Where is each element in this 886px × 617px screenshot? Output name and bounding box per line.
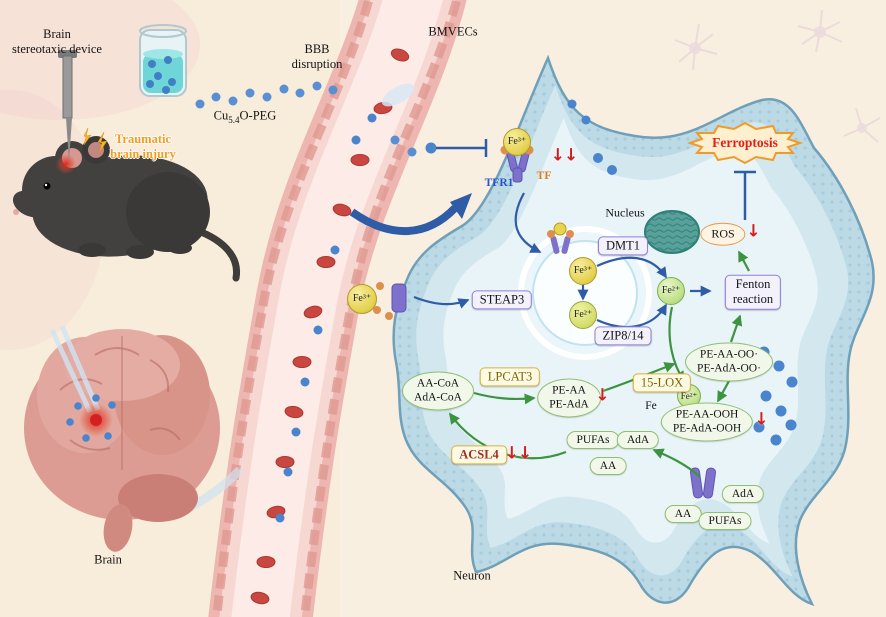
nucleus-icon (644, 210, 700, 254)
cerebellum (118, 474, 198, 522)
ferroptosis-burst (686, 121, 804, 165)
nanoparticles-in-beaker (146, 56, 176, 94)
decrease-arrows-acsl4: ↓↓ (504, 443, 532, 464)
mouse-illustration (12, 127, 241, 282)
node-ada-cytosol: AdA (616, 430, 660, 450)
bbb-gap (381, 83, 415, 107)
node-pufas-cytosol: PUFAs (566, 430, 620, 450)
brain-sulci (59, 347, 181, 451)
node-ferroptosis: Ferroptosis (712, 134, 778, 150)
pathway-arrows (349, 139, 756, 478)
label-brain-stereotaxic-device: Brain stereotaxic device (12, 26, 102, 56)
mouse-nose (13, 209, 19, 215)
node-acsl4: ACSL4 (451, 445, 507, 465)
node-15-lox: 15-LOX (632, 373, 692, 393)
arrow-lipid-import (652, 448, 701, 478)
node-zip8-14: ZIP8/14 (594, 326, 652, 346)
node-ros: ROS (700, 222, 746, 246)
arrow-dmt1-export (596, 256, 667, 279)
mouse-eye (44, 183, 48, 187)
arrow-fenton-to-ros (738, 250, 750, 272)
arrow-left-iron-entry (413, 295, 470, 309)
decrease-arrow-ros: ↓ (746, 221, 760, 242)
cu-subscript: 5.4 (228, 114, 240, 125)
brain-illustration (24, 325, 220, 552)
ion-fe3-endosome: Fe³⁺ (569, 257, 597, 285)
label-bmvecs: BMVECs (428, 24, 478, 39)
nanoparticles-in-brain (66, 394, 116, 442)
cu-suffix: O-PEG (239, 108, 277, 123)
label-traumatic-brain-injury: Traumatic brain injury (110, 131, 176, 161)
node-fenton-reaction: Fenton reaction (724, 274, 782, 310)
endosome-receptor (547, 222, 574, 254)
stereotaxic-device (58, 50, 77, 162)
injury-sparks (83, 127, 108, 154)
iron-importer-left (373, 282, 407, 320)
label-brain: Brain (94, 552, 122, 567)
node-tf: TF (536, 169, 552, 182)
background-neuron-silhouettes (674, 9, 881, 143)
arrow-peoo-to-peooh (717, 380, 730, 403)
arrow-zip-export (596, 303, 667, 329)
label-bbb-disruption: BBB disruption (291, 41, 343, 71)
node-tfr1: TFR1 (484, 176, 514, 189)
decrease-arrow-pe-ooh: ↓ (754, 409, 768, 430)
node-lpcat3: LPCAT3 (479, 367, 541, 387)
node-pe-aa-oo: PE-AA-OO· PE-AdA-OO· (685, 342, 773, 382)
nanoparticle-trail (195, 81, 417, 157)
node-pe-aa-ooh: PE-AA-OOH PE-AdA-OOH (660, 402, 754, 442)
label-neuron: Neuron (453, 568, 491, 583)
label-cu54o-peg: Cu5.4O-PEG (214, 108, 277, 125)
label-nucleus: Nucleus (605, 205, 645, 220)
arrow-lpcat3 (473, 391, 536, 405)
node-dmt1: DMT1 (597, 236, 649, 256)
cu-prefix: Cu (213, 108, 229, 123)
node-aa-coa: AA-CoA AdA-CoA (402, 371, 474, 411)
label-lox-fe-cofactor: Fe (645, 399, 657, 412)
needle (66, 118, 72, 162)
node-aa-cytosol: AA (589, 456, 627, 476)
red-blood-cells (250, 48, 410, 605)
node-pe-aa: PE-AA PE-AdA (537, 378, 601, 418)
ion-fe3-receptor: Fe³⁺ (503, 128, 531, 156)
node-ada-imported: AdA (721, 484, 765, 504)
nanoparticle-beaker (139, 24, 187, 97)
arrow-vessel-to-neuron (349, 205, 458, 235)
node-pufas-imported: PUFAs (698, 511, 752, 531)
arrow-endocytosis (514, 192, 542, 253)
ion-fe2-endosome: Fe²⁺ (569, 301, 597, 329)
node-aa-imported: AA (664, 504, 702, 524)
decrease-arrows-tf: ↓↓ (550, 145, 578, 166)
ion-fe3-extracellular: Fe³⁺ (347, 284, 377, 314)
blood-vessel (172, 0, 467, 617)
arrow-peoo-to-fenton (729, 314, 743, 343)
head-injury-site (56, 154, 76, 174)
injection-track (49, 325, 101, 414)
ion-fe2-cytosol: Fe²⁺ (657, 277, 685, 305)
nanoparticles-in-vessel (275, 113, 377, 523)
decrease-arrow-pe: ↓ (595, 385, 609, 406)
endothelial-cells-left (212, 0, 374, 617)
brainstem (103, 504, 133, 552)
node-steap3: STEAP3 (471, 290, 533, 310)
